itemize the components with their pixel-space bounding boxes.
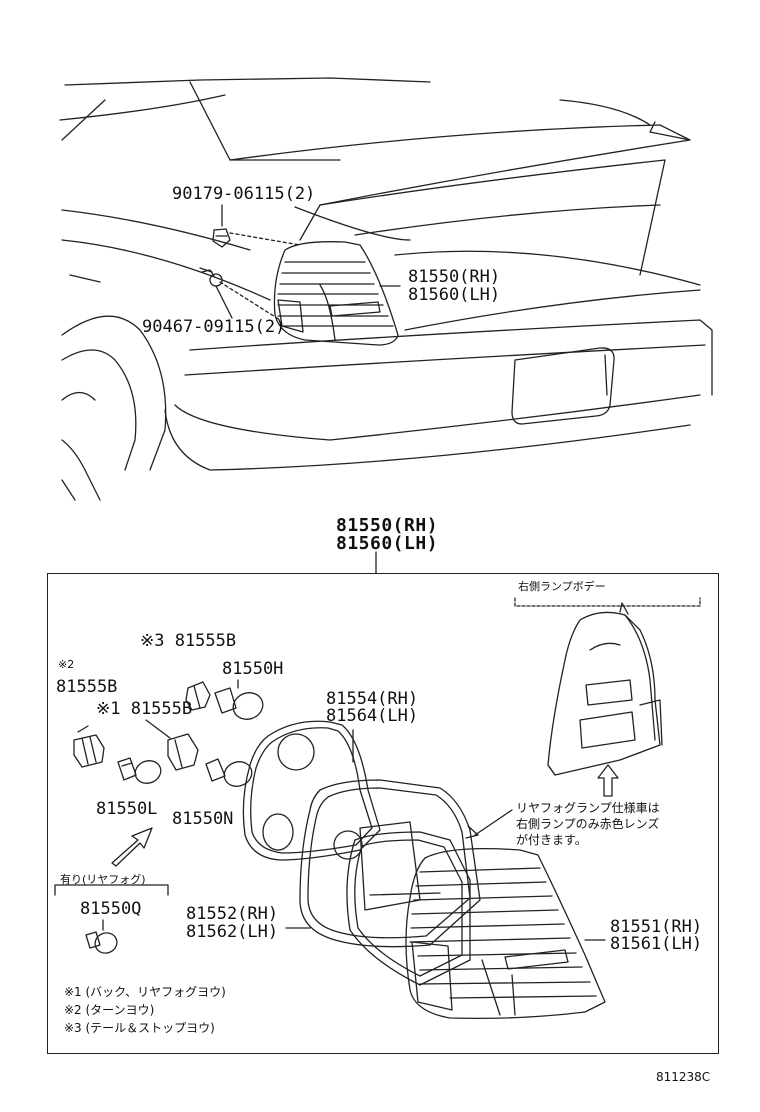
body-lh-label: 81562(LH) bbox=[186, 922, 279, 942]
assembly-rh-label: 81550(RH) bbox=[336, 515, 439, 536]
fog-note-line-3: が付きます。 bbox=[516, 833, 587, 847]
top-lamp-rh-label: 81550(RH) bbox=[408, 267, 501, 287]
clip-part-label: 90179-06115(2) bbox=[172, 184, 316, 204]
legend-1: ※1 (バック、リヤフォグヨウ) bbox=[64, 985, 226, 999]
parts-detail-box bbox=[47, 573, 719, 1054]
reflector bbox=[346, 831, 471, 986]
socket-turn-label: 81555B bbox=[56, 677, 118, 697]
diagram-id: 811238C bbox=[656, 1070, 711, 1084]
rh-lamp-body-inset bbox=[514, 597, 701, 797]
top-lamp-lh-label: 81560(LH) bbox=[408, 285, 501, 305]
option-bracket bbox=[54, 884, 169, 896]
gasket-81554 bbox=[242, 720, 381, 861]
gasket-rh-label: 81554(RH) bbox=[326, 689, 419, 709]
mark-2-label: ※2 bbox=[58, 658, 75, 671]
lens-rh-label: 81551(RH) bbox=[610, 917, 703, 937]
screw-part-label: 90467-09115(2) bbox=[142, 317, 286, 337]
hollow-arrow bbox=[111, 827, 153, 867]
bulb-81550l-label: 81550L bbox=[96, 799, 158, 819]
legend-3: ※3 (テール＆ストップヨウ) bbox=[64, 1021, 215, 1035]
bulb-81550n-label: 81550N bbox=[172, 809, 234, 829]
top-leader-lines bbox=[215, 204, 411, 321]
bulb-81550q-label: 81550Q bbox=[80, 899, 142, 919]
option-note-label: 有り(リヤフォグ) bbox=[60, 873, 146, 886]
body-rh-label: 81552(RH) bbox=[186, 904, 279, 924]
bulb-81550q bbox=[85, 919, 118, 954]
socket-81555b-turn bbox=[73, 725, 105, 768]
gasket-lh-label: 81564(LH) bbox=[326, 706, 419, 726]
legend-2: ※2 (ターンヨウ) bbox=[64, 1003, 155, 1017]
lens-lh-label: 81561(LH) bbox=[610, 934, 703, 954]
rh-lamp-body-label: 右側ランプボデー bbox=[518, 580, 606, 593]
bulb-81550h-label: 81550H bbox=[222, 659, 284, 679]
tail-lamp-top-view bbox=[273, 241, 399, 346]
socket-back-label: ※1 81555B bbox=[96, 699, 193, 719]
fog-note-line-2: 右側ランプのみ赤色レンズ bbox=[516, 817, 660, 831]
socket-81555b-tail bbox=[185, 681, 211, 711]
lamp-lens-81551 bbox=[405, 847, 606, 1020]
parts-leader-lines bbox=[285, 809, 606, 941]
bulb-81550n bbox=[205, 758, 253, 787]
socket-81555b-back bbox=[145, 719, 199, 771]
bulb-81550l bbox=[117, 757, 162, 784]
fog-note-line-1: リヤフォグランプ仕様車は bbox=[516, 801, 660, 815]
socket-tail-label: ※3 81555B bbox=[140, 631, 237, 651]
car-rear-illustration bbox=[59, 77, 713, 501]
bulb-81550h bbox=[214, 679, 264, 720]
assembly-lh-label: 81560(LH) bbox=[336, 533, 439, 554]
